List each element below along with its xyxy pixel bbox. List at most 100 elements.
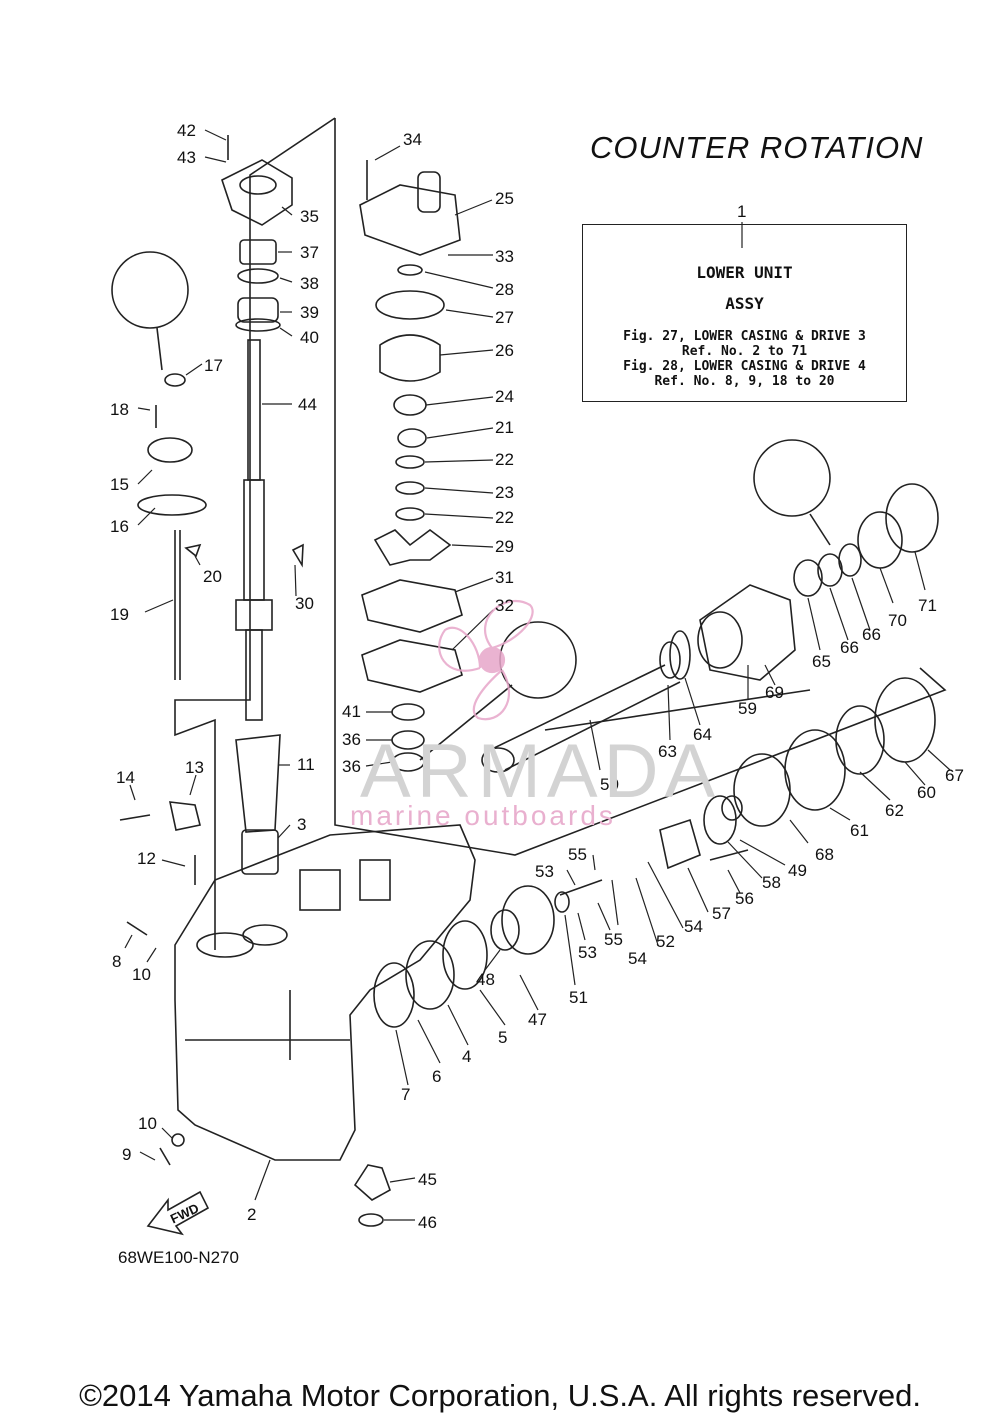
- part-number: 70: [888, 611, 907, 630]
- part-number: 22: [495, 508, 514, 527]
- assembly-line-2: ASSY: [725, 294, 764, 313]
- part-number: 34: [403, 130, 422, 149]
- part-number: 4: [462, 1047, 471, 1066]
- part-number: 23: [495, 483, 514, 502]
- drawing-code: 68WE100-N270: [118, 1248, 239, 1267]
- part-number: 16: [110, 517, 129, 536]
- part-number: 50: [600, 775, 619, 794]
- part-number: 42: [177, 121, 196, 140]
- drive-shaft-collar: [235, 599, 273, 631]
- part-number: 38: [300, 274, 319, 293]
- part-number: 41: [342, 702, 361, 721]
- watermark-subtitle: marine outboards: [350, 800, 616, 831]
- forward-direction-arrow: [146, 1190, 210, 1236]
- part-number: 29: [495, 537, 514, 556]
- part-number: 36: [342, 730, 361, 749]
- part-number: 32: [495, 596, 514, 615]
- part-number: 1: [737, 202, 746, 221]
- part-number: 55: [604, 930, 623, 949]
- part-number: 62: [885, 801, 904, 820]
- water-pump-housing-25: [359, 184, 461, 256]
- part-number: 18: [110, 400, 129, 419]
- part-number: 59: [738, 699, 757, 718]
- part-number: 58: [762, 873, 781, 892]
- part-number: 44: [298, 395, 317, 414]
- part-number: 54: [684, 917, 703, 936]
- part-number: 67: [945, 766, 964, 785]
- part-number: 66: [840, 638, 859, 657]
- part-number: 48: [476, 970, 495, 989]
- part-number: 20: [203, 567, 222, 586]
- part-number: 61: [850, 821, 869, 840]
- assembly-line-3: Fig. 27, LOWER CASING & DRIVE 3: [623, 329, 866, 344]
- part-number: 53: [578, 943, 597, 962]
- part-number: 52: [656, 932, 675, 951]
- watermark-word: ARMADA: [360, 729, 722, 814]
- bracket-line-right: [544, 689, 811, 731]
- part-number: 31: [495, 568, 514, 587]
- part-number: 55: [568, 845, 587, 864]
- part-number: 47: [528, 1010, 547, 1029]
- part-number: 19: [110, 605, 129, 624]
- part-number: 66: [862, 625, 881, 644]
- part-number: 40: [300, 328, 319, 347]
- assembly-info-box: LOWER UNIT ASSY Fig. 27, LOWER CASING & …: [582, 224, 907, 402]
- assembly-line-6: Ref. No. 8, 9, 18 to 20: [654, 374, 835, 389]
- part-number: 28: [495, 280, 514, 299]
- part-number: 71: [918, 596, 937, 615]
- copyright-notice: ©2014 Yamaha Motor Corporation, U.S.A. A…: [79, 1378, 921, 1413]
- part-number: 63: [658, 742, 677, 761]
- part-number: 51: [569, 988, 588, 1007]
- part-number: 26: [495, 341, 514, 360]
- part-number: 5: [498, 1028, 507, 1047]
- part-number: 56: [735, 889, 754, 908]
- part-number: 7: [401, 1085, 410, 1104]
- part-number: 15: [110, 475, 129, 494]
- lower-casing: [174, 824, 476, 1161]
- part-number: 43: [177, 148, 196, 167]
- part-number: 33: [495, 247, 514, 266]
- assembly-line-1: LOWER UNIT: [696, 263, 793, 282]
- fwd-label: FWD: [168, 1200, 201, 1226]
- bracket-line-center: [334, 118, 947, 856]
- part-number: 69: [765, 683, 784, 702]
- part-number: 10: [138, 1114, 157, 1133]
- part-number: 53: [535, 862, 554, 881]
- part-number: 22: [495, 450, 514, 469]
- watermark-logo: [438, 599, 534, 721]
- diagram-heading: COUNTER ROTATION: [590, 130, 924, 165]
- part-number: 27: [495, 308, 514, 327]
- part-number: 21: [495, 418, 514, 437]
- part-number: 17: [204, 356, 223, 375]
- part-number: 64: [693, 725, 712, 744]
- part-number: 6: [432, 1067, 441, 1086]
- part-number: 13: [185, 758, 204, 777]
- assembly-line-4: Ref. No. 2 to 71: [681, 344, 808, 359]
- oil-seal-housing-35: [221, 159, 293, 226]
- part-number: 39: [300, 303, 319, 322]
- part-number: 36: [342, 757, 361, 776]
- assembly-line-5: Fig. 28, LOWER CASING & DRIVE 4: [623, 359, 866, 374]
- part-number: 35: [300, 207, 319, 226]
- part-number: 54: [628, 949, 647, 968]
- part-number: 49: [788, 861, 807, 880]
- drive-shaft-lower: [245, 629, 263, 721]
- part-number: 10: [132, 965, 151, 984]
- part-number: 65: [812, 652, 831, 671]
- part-number: 8: [112, 952, 121, 971]
- part-number: 46: [418, 1213, 437, 1232]
- part-number: 68: [815, 845, 834, 864]
- part-number: 14: [116, 768, 135, 787]
- outer-plate-cartridge-31: [361, 579, 463, 633]
- bracket-line-upper: [174, 117, 336, 950]
- part-number: 60: [917, 783, 936, 802]
- lubricant-callout-right-top: [753, 439, 831, 517]
- drive-shaft-middle: [243, 479, 265, 601]
- part-number: 37: [300, 243, 319, 262]
- part-number: 9: [122, 1145, 131, 1164]
- part-number: 3: [297, 815, 306, 834]
- part-number: 24: [495, 387, 514, 406]
- part-number: 30: [295, 594, 314, 613]
- lubricant-callout-left: [111, 251, 189, 329]
